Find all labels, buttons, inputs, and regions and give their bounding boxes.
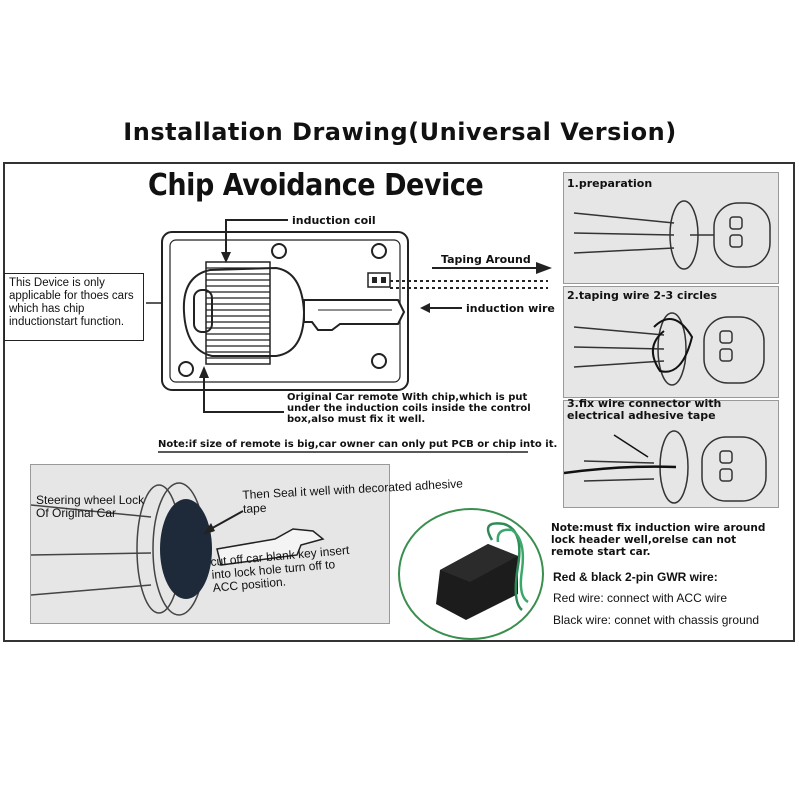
diagram-frame (3, 162, 795, 642)
taping-around-label: Taping Around (441, 253, 531, 266)
arrow-right-icon (536, 262, 552, 274)
device-heading: Chip Avoidance Device (148, 168, 484, 203)
screw-hole-icon (371, 353, 387, 369)
step-3-label: 3.fix wire connector with electrical adh… (567, 397, 722, 422)
screw-hole-icon (271, 243, 287, 259)
steering-lock-label: Steering wheel Lock Of Original Car (36, 493, 145, 520)
page-title: Installation Drawing(Universal Version) (123, 118, 677, 146)
screw-hole-icon (371, 243, 387, 259)
induction-fix-note: Note:must fix induction wire around lock… (551, 522, 766, 558)
step-2-photo (563, 286, 779, 398)
screw-hole-icon (178, 361, 194, 377)
device-note: This Device is only applicable for thoes… (4, 273, 144, 341)
gwr-module-photo (398, 508, 544, 640)
arrow-up-icon (199, 366, 209, 378)
black-wire-note: Black wire: connet with chassis ground (553, 613, 760, 627)
lock-cylinder-icon (160, 499, 212, 599)
induction-wire-label: induction wire (466, 302, 555, 315)
arrow-left-icon (420, 303, 430, 313)
step-3-photo (563, 400, 779, 508)
step-1-photo (563, 172, 779, 284)
steering-lock-photo (30, 464, 390, 624)
step-2-label: 2.taping wire 2-3 circles (567, 289, 718, 302)
red-wire-note: Red wire: connect with ACC wire (553, 591, 728, 605)
size-note: Note:if size of remote is big,car owner … (158, 439, 558, 450)
gwr-title: Red & black 2-pin GWR wire: (553, 570, 718, 584)
wire-connector (367, 272, 391, 288)
remote-note: Original Car remote With chip,which is p… (287, 392, 531, 425)
induction-coil-label: induction coil (292, 214, 376, 227)
arrow-down-icon (221, 252, 231, 263)
step-1-label: 1.preparation (567, 177, 653, 190)
induction-coil (205, 261, 271, 365)
